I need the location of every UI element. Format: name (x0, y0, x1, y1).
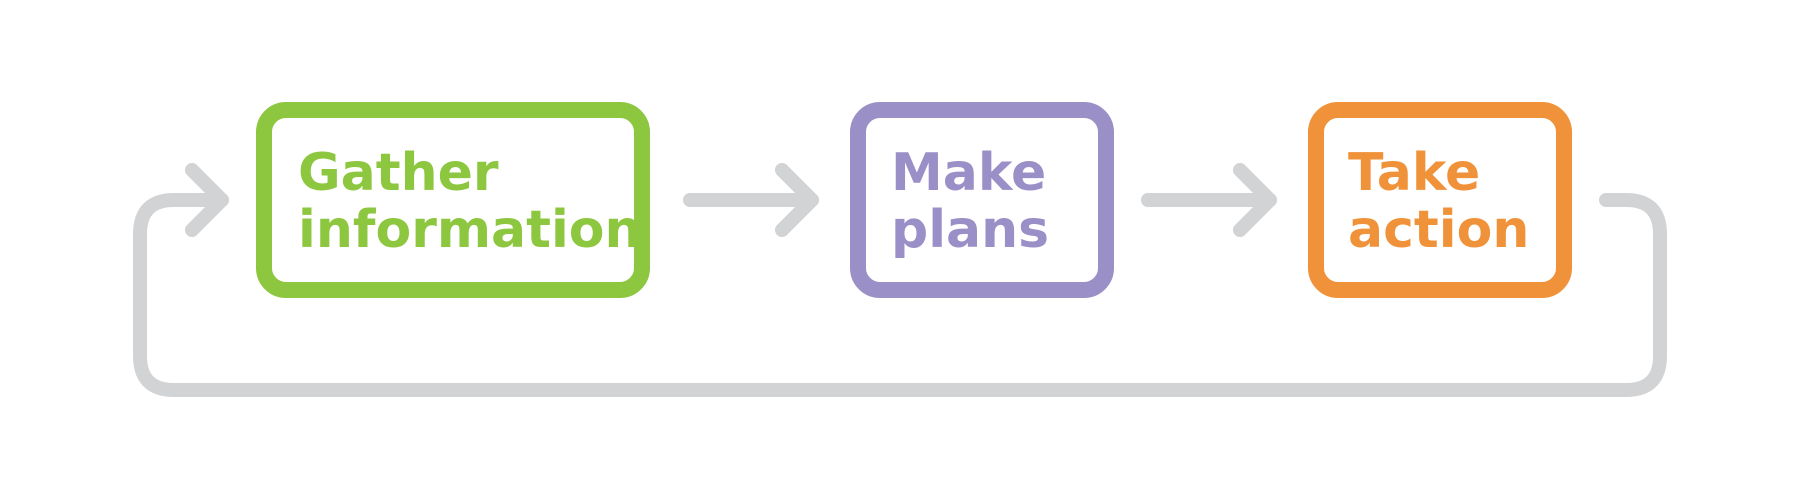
step-label-action: Take action (1348, 143, 1529, 260)
step-label-plans-line2: plans (891, 200, 1049, 260)
step-label-gather-line2: information (298, 200, 642, 260)
step-box-gather (256, 102, 650, 298)
step-label-action-line1: Take (1348, 143, 1480, 203)
step-box-action (1308, 102, 1572, 298)
arrow-plans-to-action (1141, 163, 1277, 237)
step-label-plans: Make plans (891, 143, 1064, 260)
step-label-gather: Gather information (298, 143, 642, 260)
loop-back-arrow (133, 163, 1667, 397)
step-box-plans (850, 102, 1114, 298)
step-label-plans-line1: Make (891, 143, 1046, 203)
step-take-action: Take action (1308, 102, 1572, 298)
step-gather-information: Gather information (256, 102, 650, 298)
step-make-plans: Make plans (850, 102, 1114, 298)
arrow-gather-to-plans (683, 163, 819, 237)
step-label-gather-line1: Gather (298, 143, 499, 203)
step-label-action-line2: action (1348, 200, 1529, 260)
